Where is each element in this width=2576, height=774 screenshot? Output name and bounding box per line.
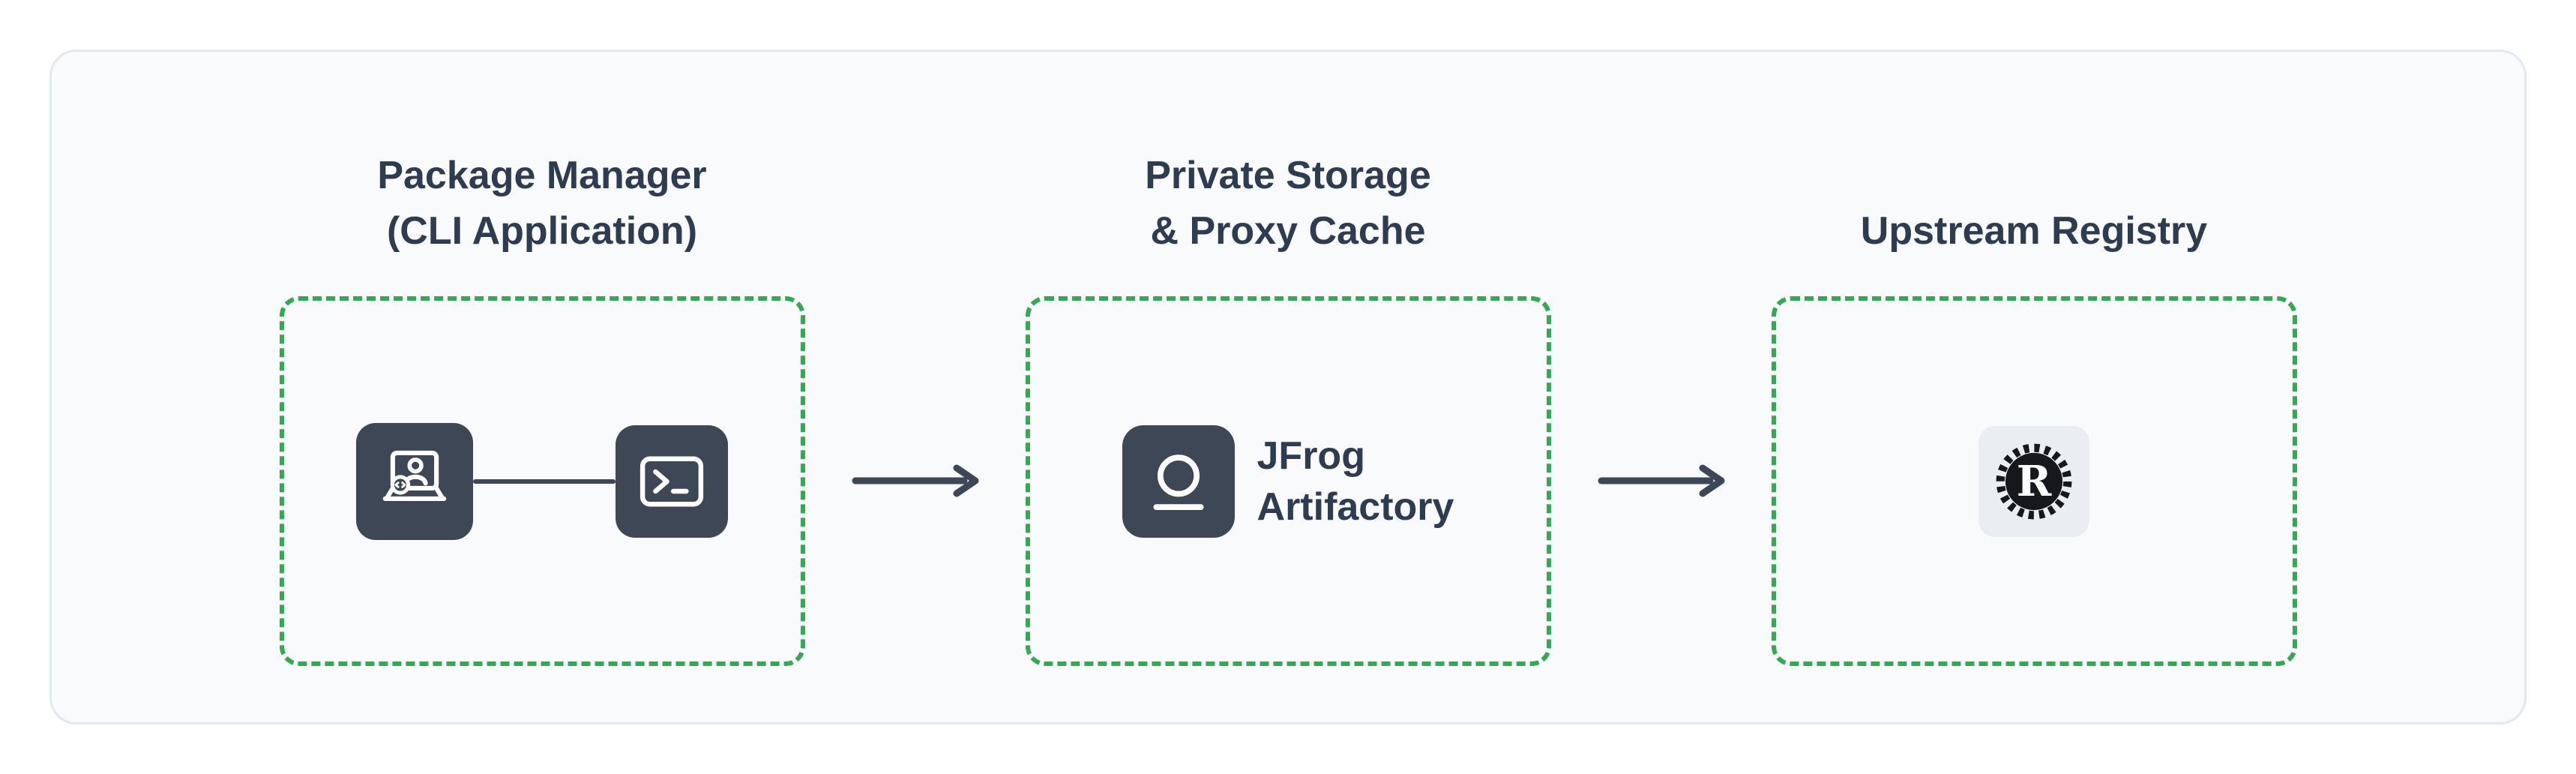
jfrog-label-line: JFrog xyxy=(1257,434,1365,478)
rust-logo-icon: R xyxy=(1978,425,2089,537)
title-line: Private Storage xyxy=(1145,154,1431,197)
jfrog-artifactory-icon xyxy=(1122,424,1235,538)
title-line: Package Manager xyxy=(377,154,707,197)
laptop-user-icon xyxy=(356,422,473,540)
title-line: Upstream Registry xyxy=(1860,209,2208,253)
jfrog-label-line: Artifactory xyxy=(1257,484,1454,529)
cli-icon-row xyxy=(356,422,728,540)
private-storage-box: JFrog Artifactory xyxy=(1025,296,1551,666)
arrow-right-icon xyxy=(1598,464,1724,497)
terminal-icon xyxy=(616,424,728,538)
jfrog-group: JFrog Artifactory xyxy=(1122,424,1454,538)
package-manager-box xyxy=(279,296,805,666)
diagram-card: Package Manager (CLI Application) xyxy=(49,50,2527,724)
title-line: (CLI Application) xyxy=(386,209,698,253)
node-upstream-registry: Upstream Registry R xyxy=(1771,140,2297,666)
jfrog-glyph xyxy=(1152,454,1204,510)
node-private-storage: Private Storage & Proxy Cache JFrog xyxy=(1025,140,1551,666)
arrow-right-icon xyxy=(852,464,978,497)
arrow-icon xyxy=(1598,464,1725,497)
arrow-icon xyxy=(852,464,979,497)
rust-letter: R xyxy=(2017,457,2052,506)
upstream-registry-box: R xyxy=(1771,296,2297,666)
flow-row: Package Manager (CLI Application) xyxy=(52,52,2524,666)
node-title-package-manager: Package Manager (CLI Application) xyxy=(377,140,706,259)
terminal-glyph xyxy=(640,456,704,506)
laptop-user-glyph xyxy=(382,450,447,501)
jfrog-label: JFrog Artifactory xyxy=(1257,430,1454,532)
node-title-private-storage: Private Storage & Proxy Cache xyxy=(1145,140,1431,259)
node-title-upstream-registry: Upstream Registry xyxy=(1861,140,2207,259)
rust-gear-glyph: R xyxy=(1996,443,2072,519)
title-line: & Proxy Cache xyxy=(1150,209,1426,253)
node-package-manager: Package Manager (CLI Application) xyxy=(279,140,805,666)
connector-line xyxy=(473,478,616,484)
